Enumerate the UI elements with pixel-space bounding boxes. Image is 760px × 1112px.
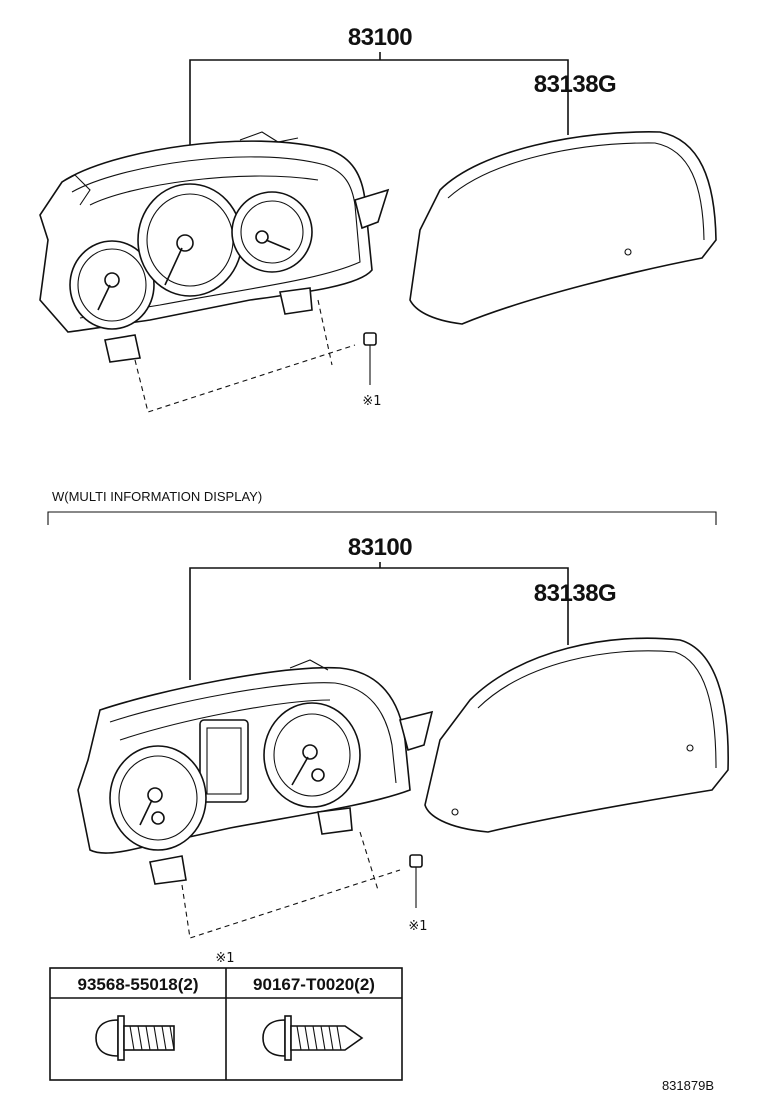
top-assembly: 83100 83138G — [39, 24, 717, 413]
bottom-lens-83138g — [424, 637, 729, 833]
bottom-leader-bracket — [189, 567, 569, 680]
top-screw-dashed-right — [317, 299, 333, 366]
screw-90167-t0020-icon — [262, 1015, 364, 1061]
bottom-screw: ※1 — [408, 854, 428, 934]
screw-table-col-2-label[interactable]: 90167-T0020(2) — [253, 975, 375, 994]
bottom-part-83138g-label[interactable]: 83138G — [534, 580, 617, 607]
screw-table-mark: ※1 — [215, 951, 234, 966]
screw-table: ※1 93568-55018(2) 90167-T0020(2) — [49, 951, 403, 1081]
top-part-83100-label[interactable]: 83100 — [348, 24, 413, 51]
bottom-screw-dashed-right — [359, 831, 379, 891]
top-part-83138g-label[interactable]: 83138G — [534, 71, 617, 98]
variant-header-bracket — [47, 511, 717, 525]
bottom-gauge-right — [263, 702, 361, 808]
top-gauge-right — [231, 191, 313, 273]
diagram-code-label: 831879B — [662, 1078, 714, 1093]
top-screw-mark[interactable]: ※1 — [362, 394, 381, 409]
screw-table-col-1-label[interactable]: 93568-55018(2) — [78, 975, 199, 994]
bottom-assembly: 83100 83138G — [77, 534, 729, 939]
bottom-gauge-left — [109, 745, 207, 851]
top-lens-83138g — [409, 131, 717, 325]
bottom-screw-mark[interactable]: ※1 — [408, 919, 427, 934]
variant-header-label: W(MULTI INFORMATION DISPLAY) — [52, 489, 262, 504]
bottom-part-83100-label[interactable]: 83100 — [348, 534, 413, 561]
top-leader-bracket — [189, 59, 569, 165]
bottom-screw-dashed-left — [181, 869, 401, 939]
top-gauge-left — [69, 240, 155, 330]
top-gauge-center — [137, 183, 243, 297]
screw-93568-55018-icon — [95, 1015, 175, 1061]
top-screw-dashed-left — [134, 344, 356, 413]
top-screw: ※1 — [362, 332, 382, 409]
variant-section-header: W(MULTI INFORMATION DISPLAY) — [47, 489, 717, 525]
